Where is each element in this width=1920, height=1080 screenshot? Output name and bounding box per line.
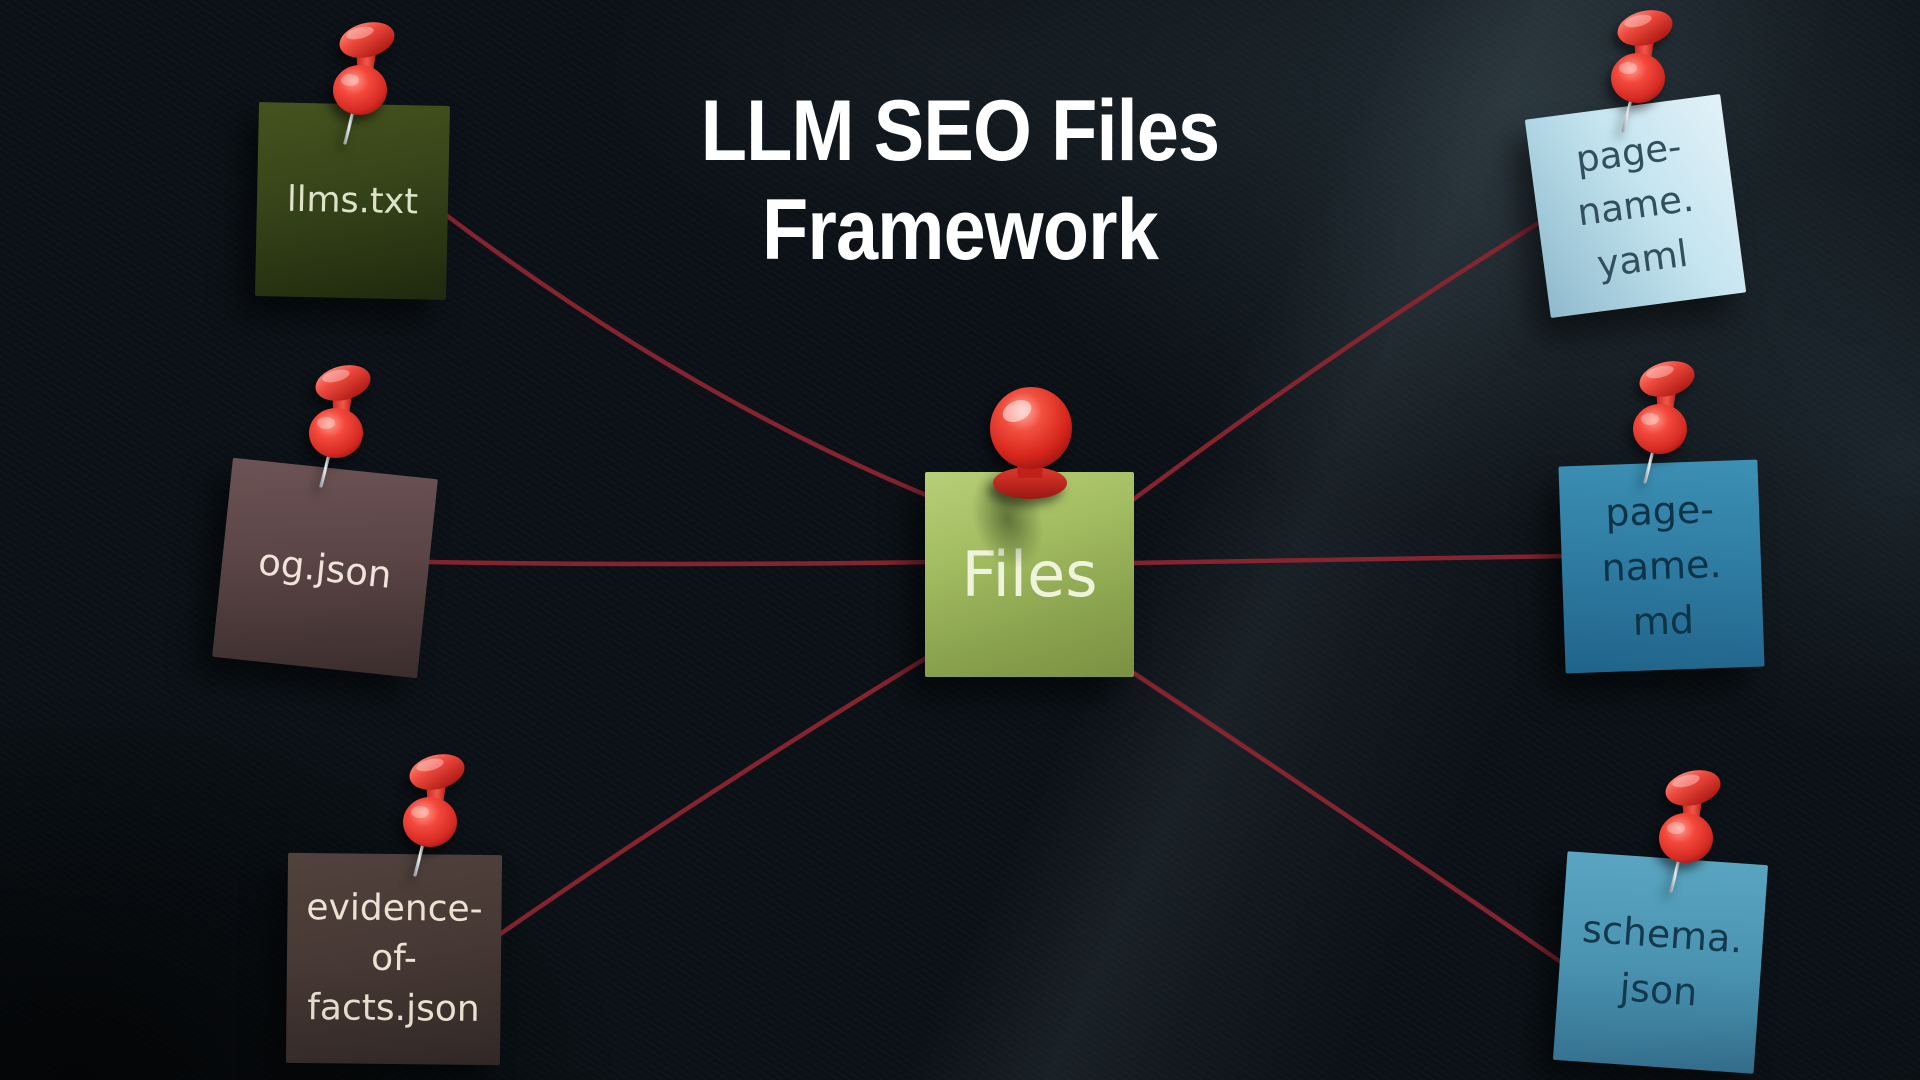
note-schema-json-label: schema.json	[1580, 906, 1745, 1015]
note-og-json: og.json	[212, 457, 438, 679]
pushpin-icon	[1631, 355, 1700, 484]
note-page-name-md-label: page-name.md	[1600, 487, 1723, 645]
page-title-line-2: Framework	[762, 182, 1159, 279]
string-files-to-schema-json	[1123, 665, 1587, 981]
note-page-name-md: page-name.md	[1558, 459, 1765, 674]
string-files-to-page-name-yaml	[1123, 213, 1553, 508]
pushpin-icon	[401, 748, 470, 877]
pushpin-icon	[1657, 764, 1726, 893]
page-title: LLM SEO Files Framework	[115, 82, 1805, 282]
pushpin-icon	[307, 359, 376, 488]
string-og-json-to-files	[425, 559, 935, 567]
string-llms-txt-to-files	[439, 209, 941, 503]
string-files-to-page-name-md	[1125, 553, 1575, 566]
page-title-line-1: LLM SEO Files	[700, 82, 1220, 179]
note-evidence-of-facts-json: evidence-of-facts.json	[285, 852, 503, 1066]
note-evidence-of-facts-json-label: evidence-of-facts.json	[306, 887, 483, 1030]
note-og-json-label: og.json	[256, 539, 394, 597]
string-evidence-of-facts-json-to-files	[477, 649, 939, 951]
pushpin-icon	[990, 387, 1072, 499]
